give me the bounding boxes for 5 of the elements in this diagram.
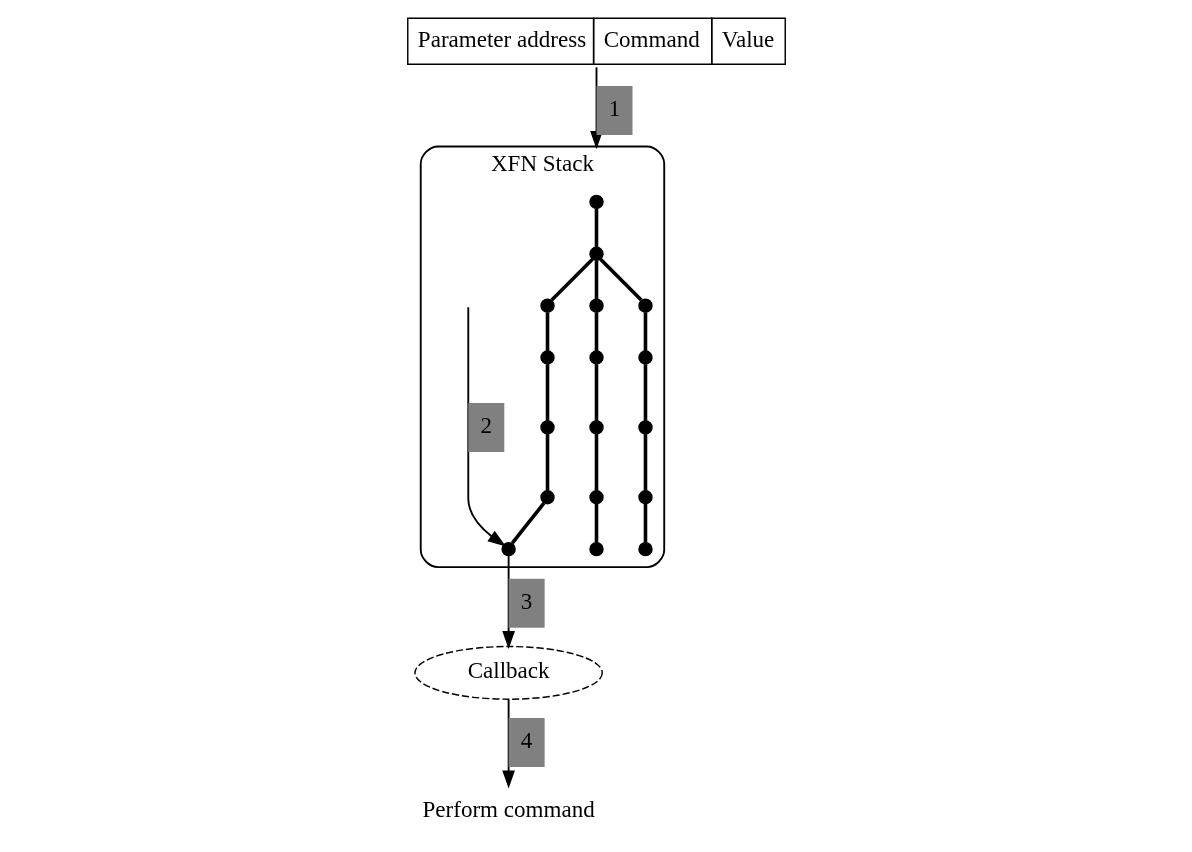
edge-label: 1 [608, 94, 620, 121]
node-text: Perform command [422, 795, 595, 822]
edge-label: 3 [520, 587, 532, 614]
edge-label: 2 [480, 411, 492, 438]
edge-label: 4 [520, 726, 532, 753]
